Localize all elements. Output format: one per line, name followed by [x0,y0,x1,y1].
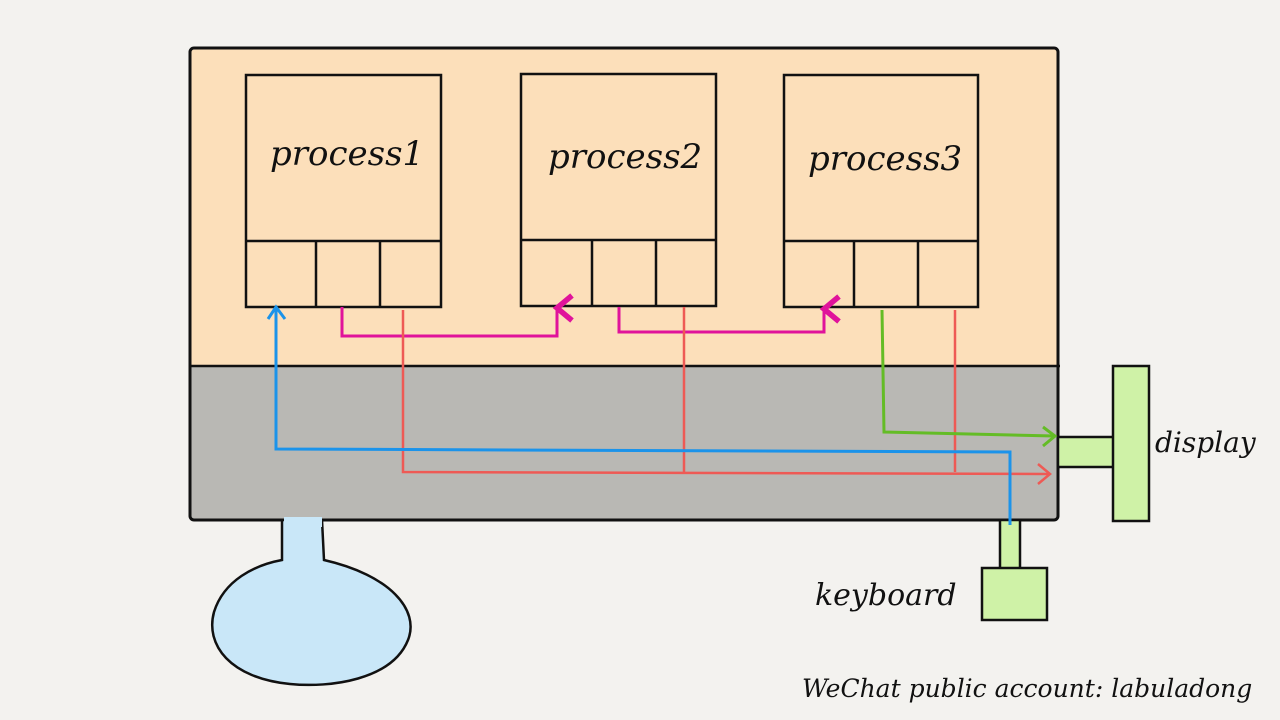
pipe-arrows [340,293,841,338]
stderr-arrowhead [1037,463,1052,485]
keyboard-device: keyboard [815,518,1049,622]
process-box-1: process1 [244,73,443,309]
watermark: WeChat public account: labuladong [802,674,1252,703]
stdin-arrowhead [266,304,287,320]
stderr-process1 [401,310,1049,476]
process-box-2: process2 [519,72,718,308]
display-connector [1056,435,1118,469]
keyboard-connector [998,518,1022,572]
kernel-area [190,366,1058,520]
pipe-1-to-2 [340,293,574,338]
keyboard-body [980,566,1049,622]
keyboard-label: keyboard [815,578,957,613]
disk-device [211,517,412,687]
stderr-lines [401,307,1052,485]
process-label-3: process3 [808,139,962,179]
pipe-2-to-3 [617,294,841,334]
stdout-arrowhead [1042,425,1058,448]
display-device: display [1056,364,1257,523]
display-label: display [1155,426,1257,459]
process-label-2: process2 [548,137,702,177]
process-label-1: process1 [270,134,424,174]
process-box-3: process3 [782,73,980,309]
stdout-line [880,309,1058,448]
computer-outline [188,46,1060,522]
stdin-line [266,304,1012,525]
display-panel [1111,364,1151,523]
